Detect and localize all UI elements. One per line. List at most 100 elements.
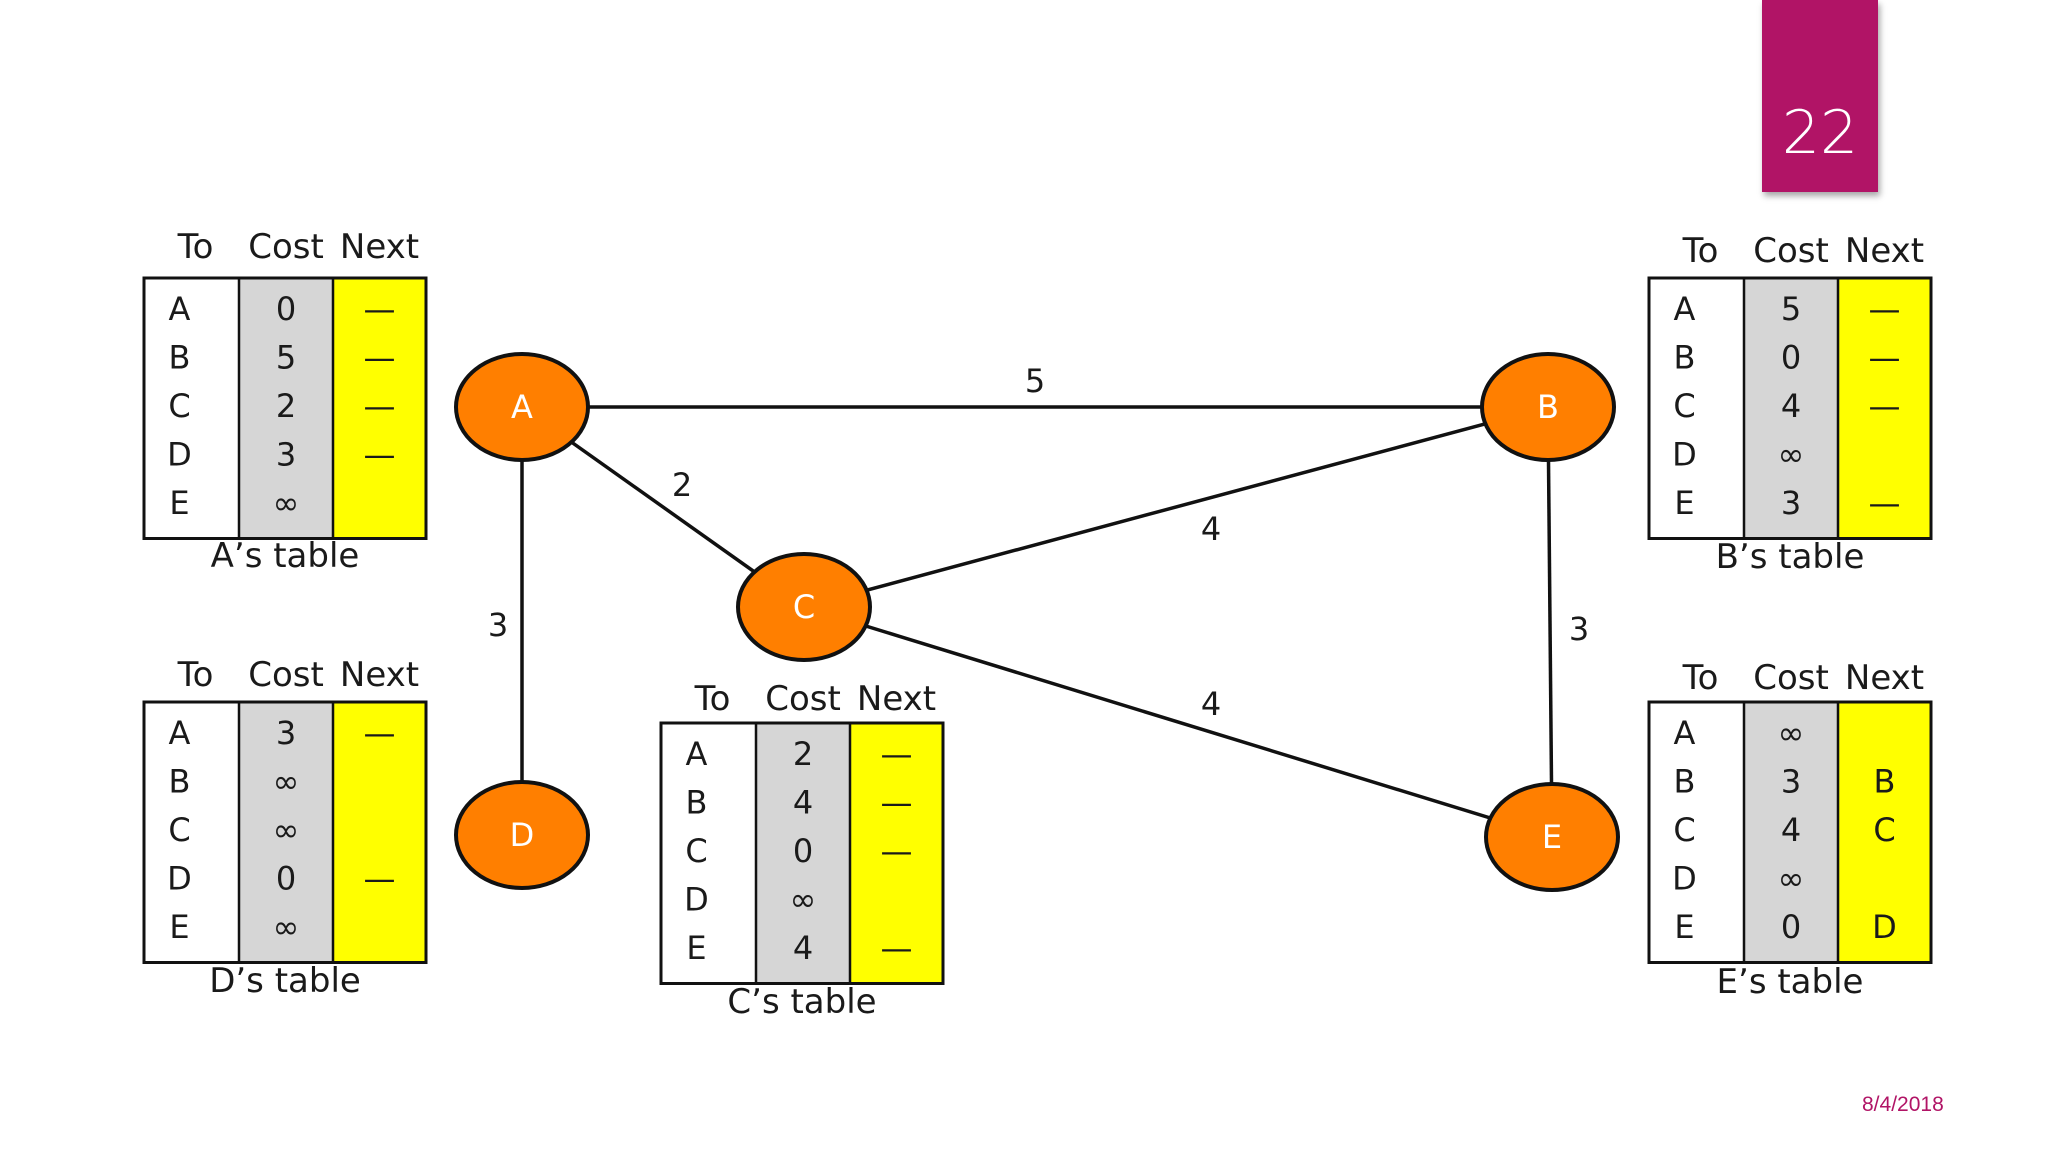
table-D-to: B — [169, 763, 191, 801]
node-label-E: E — [1542, 818, 1562, 856]
node-B — [1480, 352, 1616, 462]
table-C-cost: 2 — [793, 735, 813, 773]
table-D-header-to: To — [177, 655, 214, 695]
table-B-cost: 5 — [1781, 290, 1801, 328]
table-D-to: A — [169, 714, 191, 752]
slide-number: 22 — [1781, 98, 1859, 168]
edge-B-E — [1546, 406, 1554, 838]
table-C-to: C — [685, 832, 707, 870]
table-A-to: A — [169, 290, 191, 328]
table-D-to: C — [168, 811, 190, 849]
table-B-header-cost: Cost — [1753, 231, 1829, 271]
edge-cost-A-C: 2 — [672, 466, 692, 504]
table-A-next: — — [364, 290, 396, 328]
edge-cost-A-B: 5 — [1025, 362, 1045, 400]
node-C — [736, 552, 872, 662]
node-E — [1484, 782, 1620, 892]
table-D-cost: ∞ — [273, 763, 300, 801]
table-C-to: B — [686, 784, 708, 822]
table-C-header-cost: Cost — [765, 679, 841, 719]
table-C-cost: ∞ — [790, 881, 817, 919]
table-C-next: — — [881, 735, 913, 773]
table-D-cost: ∞ — [273, 811, 300, 849]
table-E-to: D — [1672, 860, 1697, 898]
table-C-cost: 4 — [793, 929, 813, 967]
table-D-next: — — [364, 714, 396, 752]
table-A-cost: 2 — [276, 387, 296, 425]
table-B-next: — — [1869, 290, 1901, 328]
slide-date: 8/4/2018 — [1862, 1093, 1944, 1116]
table-B-next: — — [1869, 387, 1901, 425]
table-B-header-to: To — [1682, 231, 1719, 271]
table-B-cost: ∞ — [1778, 436, 1805, 474]
table-B-caption: B’s table — [1716, 537, 1865, 577]
table-C-header-next: Next — [857, 679, 936, 719]
table-A-caption: A’s table — [211, 536, 360, 576]
table-E-to: E — [1674, 908, 1694, 946]
table-C-header-to: To — [694, 679, 731, 719]
node-A — [454, 352, 590, 462]
table-A-next: — — [364, 339, 396, 377]
table-C-to: E — [686, 929, 706, 967]
table-A-to: C — [168, 387, 190, 425]
table-D-next: — — [364, 860, 396, 898]
table-E-next: B — [1874, 763, 1896, 801]
table-A-to: E — [169, 484, 189, 522]
table-E-next: C — [1873, 811, 1895, 849]
slide-number-badge: 22 — [1762, 0, 1878, 192]
table-A-next: — — [364, 387, 396, 425]
node-label-A: A — [511, 388, 533, 426]
table-B-header-next: Next — [1845, 231, 1924, 271]
table-E-to: C — [1673, 811, 1695, 849]
node-label-D: D — [510, 816, 535, 854]
table-D-caption: D’s table — [209, 961, 361, 1001]
table-A-header-cost: Cost — [248, 227, 324, 267]
table-A-cost: 3 — [276, 436, 296, 474]
table-E-to: B — [1674, 763, 1696, 801]
node-D — [454, 780, 590, 890]
table-D-cost: ∞ — [273, 908, 300, 946]
table-B-next: — — [1869, 339, 1901, 377]
table-C-caption: C’s table — [727, 982, 876, 1022]
table-C-next: — — [881, 784, 913, 822]
table-D-cost: 0 — [276, 860, 296, 898]
table-D-header-next: Next — [340, 655, 419, 695]
table-E-cost: 4 — [1781, 811, 1801, 849]
node-label-C: C — [793, 588, 815, 626]
table-B-cost: 4 — [1781, 387, 1801, 425]
table-B-to: A — [1674, 290, 1696, 328]
table-E-cost: 3 — [1781, 763, 1801, 801]
edge-C-E — [803, 605, 1553, 839]
table-B-cost: 3 — [1781, 484, 1801, 522]
edge-cost-C-B: 4 — [1201, 510, 1221, 548]
table-B-next: — — [1869, 484, 1901, 522]
table-E-header-to: To — [1682, 658, 1719, 698]
table-B-to: E — [1674, 484, 1694, 522]
table-C-cost: 0 — [793, 832, 813, 870]
table-A-header-next: Next — [340, 227, 419, 267]
table-E-header-next: Next — [1845, 658, 1924, 698]
table-A-cost: ∞ — [273, 484, 300, 522]
table-A-cost: 5 — [276, 339, 296, 377]
table-D-header-cost: Cost — [248, 655, 324, 695]
edge-cost-C-E: 4 — [1201, 685, 1221, 723]
node-label-B: B — [1537, 388, 1559, 426]
table-E-header-cost: Cost — [1753, 658, 1829, 698]
table-E-cost: ∞ — [1778, 860, 1805, 898]
table-C-next: — — [881, 929, 913, 967]
table-A-cost: 0 — [276, 290, 296, 328]
table-C-next: — — [881, 832, 913, 870]
table-E-cost: 0 — [1781, 908, 1801, 946]
edge-cost-B-E: 3 — [1569, 610, 1589, 648]
table-B-to: C — [1673, 387, 1695, 425]
table-A-header-to: To — [177, 227, 214, 267]
table-A-next: — — [364, 436, 396, 474]
table-A-to: D — [167, 436, 192, 474]
edge-C-B — [803, 405, 1549, 609]
